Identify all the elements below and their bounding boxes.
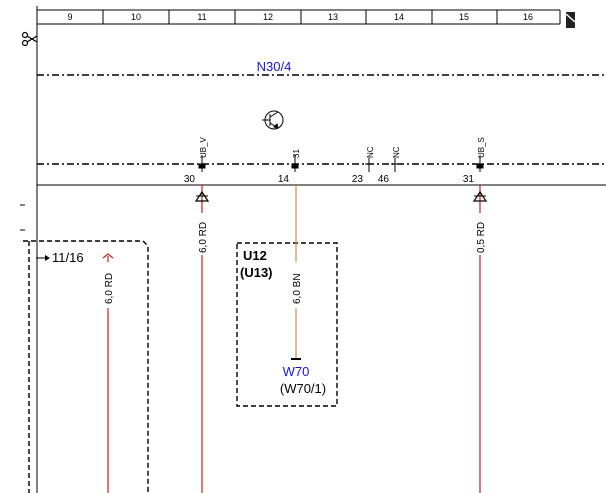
column-13: 13 (328, 12, 338, 22)
ground-point-alt-label: (W70/1) (280, 381, 326, 396)
column-15: 15 (459, 12, 469, 22)
pin-name-ub-v: UB_V (199, 136, 208, 158)
pin-number-31: 31 (463, 174, 475, 185)
column-16: 16 (523, 12, 533, 22)
wire-label-pin31: 0,5 RD (476, 222, 487, 253)
wire-label-reference: 6,0 RD (104, 273, 115, 304)
pin-number-14: 14 (278, 174, 290, 185)
column-9: 9 (67, 12, 72, 22)
splice-box (236, 242, 338, 407)
column-12: 12 (263, 12, 273, 22)
module-label: N30/4 (257, 59, 292, 74)
scissors-icon (21, 31, 38, 47)
pin-number-23: 23 (352, 174, 364, 185)
reference-arrow-icon (36, 255, 50, 261)
transistor-icon (262, 110, 284, 130)
column-14: 14 (394, 12, 404, 22)
reference-box (23, 240, 149, 493)
wire-label-pin30: 6,0 RD (198, 222, 209, 253)
edge-ticks (20, 204, 25, 231)
column-ruler: 9 10 11 12 13 14 15 16 (36, 6, 576, 493)
pin-name-nc-2: NC (392, 146, 401, 158)
pin-number-46: 46 (378, 174, 390, 185)
pin-name-nc-1: NC (366, 146, 375, 158)
pin-number-30: 30 (184, 174, 196, 185)
pin-name-31: 31 (292, 149, 301, 158)
wire-label-pin14: 6,0 BN (292, 273, 303, 304)
pin-name-ub-s: UB_S (477, 137, 486, 158)
corner-marker-icon (566, 12, 575, 28)
pin-stubs (198, 155, 484, 172)
column-11: 11 (197, 12, 206, 22)
splice-box-label: U12 (243, 248, 267, 263)
splice-box-alt-label: (U13) (240, 265, 273, 280)
ground-point-label: W70 (283, 364, 310, 379)
reference-label: 11/16 (52, 250, 84, 265)
column-10: 10 (131, 12, 141, 22)
